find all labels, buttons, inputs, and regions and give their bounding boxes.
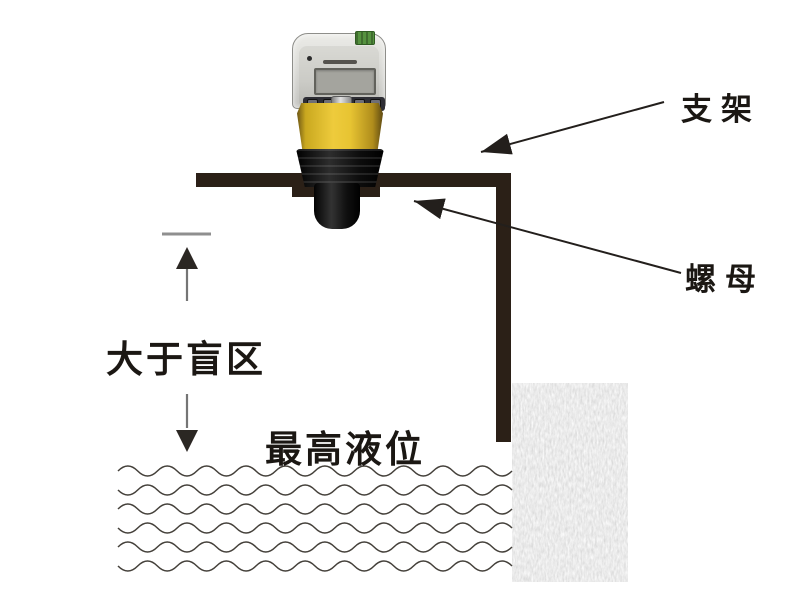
screw-dot xyxy=(307,56,312,61)
green-terminal-block xyxy=(355,31,375,45)
wave-line xyxy=(117,522,513,534)
tank-wall-textured-block xyxy=(512,383,628,582)
label-blind-zone: 大于盲区 xyxy=(106,339,266,380)
bracket-callout-arrow xyxy=(480,101,665,155)
sensor-brand-text xyxy=(323,60,357,64)
label-bracket: 支架 xyxy=(681,92,761,127)
sensor-yellow-body xyxy=(297,103,383,155)
wave-line xyxy=(117,541,513,553)
wave-line xyxy=(117,484,513,496)
nut-callout-arrow xyxy=(413,198,682,274)
label-max-level: 最高液位 xyxy=(265,429,425,470)
water-surface-waves xyxy=(117,465,513,572)
bracket-vertical-arm xyxy=(496,173,511,442)
transducer-collar xyxy=(296,149,384,187)
wave-line xyxy=(117,560,513,572)
blind-zone-arrow-down-head xyxy=(176,430,198,452)
wall-noise-texture xyxy=(512,383,628,582)
sensor-lcd-display xyxy=(314,68,376,95)
label-nut: 螺母 xyxy=(685,262,765,297)
wave-line xyxy=(117,503,513,515)
blind-zone-arrow-up-head xyxy=(176,247,198,269)
transducer-horn xyxy=(314,183,360,229)
